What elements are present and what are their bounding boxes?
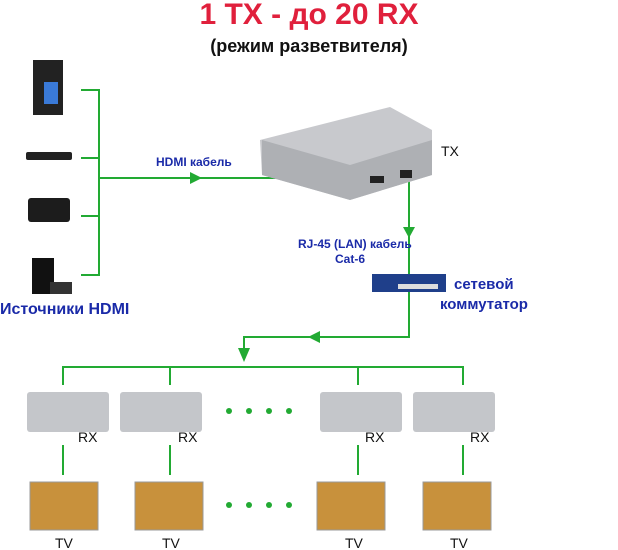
ellipsis-dots bbox=[226, 408, 292, 508]
arrow-left-icon bbox=[308, 331, 320, 343]
switch-label-2: коммутатор bbox=[440, 296, 528, 313]
arrow-right-icon bbox=[190, 172, 202, 184]
page-subtitle: (режим разветвителя) bbox=[210, 36, 408, 56]
tx-device bbox=[260, 107, 432, 200]
rx-label: RX bbox=[78, 429, 98, 445]
arrow-down-icon bbox=[238, 348, 250, 362]
rx-label: RX bbox=[178, 429, 198, 445]
hdmi-lines bbox=[62, 89, 464, 475]
sources-label: Источники HDMI bbox=[0, 301, 130, 318]
set-top-box-icon bbox=[28, 198, 70, 222]
rx-label: RX bbox=[470, 429, 490, 445]
network-switch-icon bbox=[372, 274, 446, 292]
pc-tower-icon bbox=[33, 60, 63, 115]
switch-label-1: сетевой bbox=[454, 276, 514, 293]
rx-label: RX bbox=[365, 429, 385, 445]
rx-devices bbox=[27, 392, 495, 432]
rj45-label: RJ-45 (LAN) кабель bbox=[298, 237, 412, 251]
tv-label: TV bbox=[162, 535, 180, 550]
page-title: 1 TX - до 20 RX bbox=[199, 0, 419, 31]
hdmi-cable-label: HDMI кабель bbox=[156, 155, 232, 169]
tv-label: TV bbox=[55, 535, 73, 550]
game-console-icon bbox=[32, 258, 72, 294]
tv-label: TV bbox=[345, 535, 363, 550]
arrow-down-icon bbox=[403, 227, 415, 238]
dvd-player-icon bbox=[26, 152, 72, 160]
tv-icons bbox=[29, 481, 492, 531]
tv-label: TV bbox=[450, 535, 468, 550]
cat6-label: Cat-6 bbox=[335, 252, 366, 266]
tx-label: TX bbox=[441, 143, 459, 159]
